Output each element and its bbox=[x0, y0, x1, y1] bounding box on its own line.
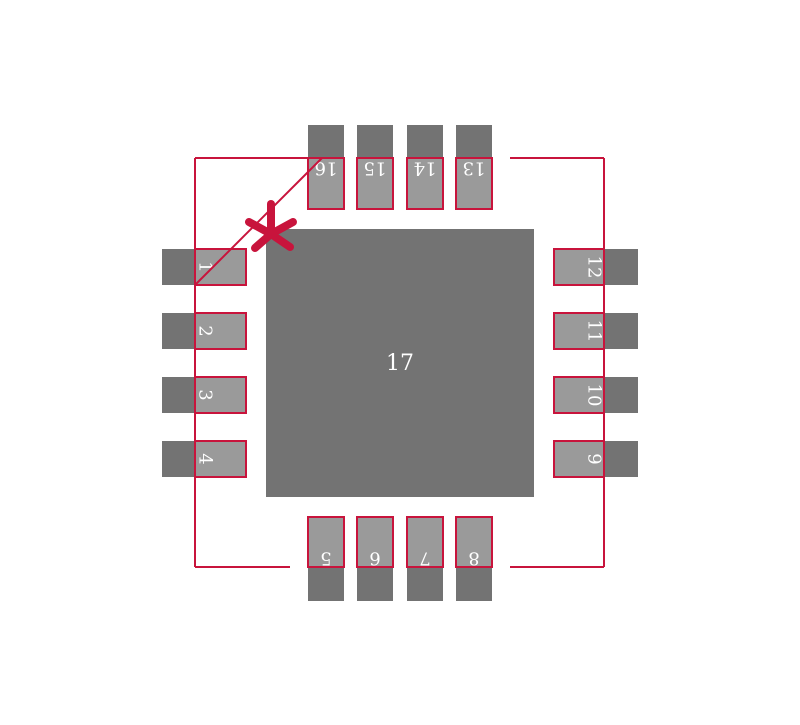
pin-label: 9 bbox=[584, 453, 605, 464]
pins-bottom: 5 6 7 8 bbox=[307, 516, 493, 601]
pin-4-pad bbox=[194, 440, 247, 478]
pin-label: 16 bbox=[315, 158, 338, 179]
pin-label: 5 bbox=[320, 548, 331, 569]
pin-label: 4 bbox=[195, 453, 216, 464]
pin-label: 2 bbox=[195, 325, 216, 336]
pin-10: 10 bbox=[553, 376, 638, 414]
pin-2-pad bbox=[194, 312, 247, 350]
pin-3-pad bbox=[194, 376, 247, 414]
pin-7-pad bbox=[406, 516, 444, 568]
exposed-pad bbox=[266, 229, 534, 497]
pin-label: 8 bbox=[468, 548, 479, 569]
pin-7: 7 bbox=[406, 516, 444, 601]
pin-11-pad bbox=[553, 312, 605, 350]
pin-6-pad bbox=[356, 516, 394, 568]
pins-right: 9 10 11 12 bbox=[553, 248, 638, 478]
pin-6: 6 bbox=[356, 516, 394, 601]
pin-9: 9 bbox=[553, 440, 638, 478]
pin-10-pad bbox=[553, 376, 605, 414]
pin-label: 11 bbox=[584, 320, 605, 343]
pin-14-pad bbox=[406, 157, 444, 210]
pin-13: 13 bbox=[455, 125, 493, 210]
pins-left: 1 2 3 4 bbox=[162, 248, 247, 478]
pin-8: 8 bbox=[455, 516, 493, 601]
pin-label: 10 bbox=[584, 384, 605, 407]
pin-12: 12 bbox=[553, 248, 638, 286]
pin-1-pad bbox=[194, 248, 247, 286]
pin-16: 16 bbox=[307, 125, 345, 210]
pin-label: 12 bbox=[584, 256, 605, 279]
pin-15-pad bbox=[356, 157, 394, 210]
pin-label: 3 bbox=[195, 389, 216, 400]
pin-9-pad bbox=[553, 440, 605, 478]
pin-1: 1 bbox=[162, 248, 247, 286]
pin-2: 2 bbox=[162, 312, 247, 350]
pin-15: 15 bbox=[356, 125, 394, 210]
pin-label: 6 bbox=[369, 548, 380, 569]
pin-label: 7 bbox=[419, 548, 430, 569]
pins-top: 13 14 15 16 bbox=[307, 125, 493, 210]
asterisk-icon bbox=[245, 200, 297, 252]
exposed-pad-label: 17 bbox=[386, 351, 414, 376]
pin-label: 1 bbox=[195, 261, 216, 272]
pin-5-pad bbox=[307, 516, 345, 568]
pin-4: 4 bbox=[162, 440, 247, 478]
pin-label: 13 bbox=[463, 158, 486, 179]
package-outline bbox=[194, 157, 605, 568]
pin-label: 14 bbox=[414, 158, 437, 179]
pin-3: 3 bbox=[162, 376, 247, 414]
pin-5: 5 bbox=[307, 516, 345, 601]
pin-14: 14 bbox=[406, 125, 444, 210]
pin-13-pad bbox=[455, 157, 493, 210]
pin-11: 11 bbox=[553, 312, 638, 350]
pin-label: 15 bbox=[364, 158, 387, 179]
pin-8-pad bbox=[455, 516, 493, 568]
pin1-chamfer-line bbox=[194, 157, 323, 286]
